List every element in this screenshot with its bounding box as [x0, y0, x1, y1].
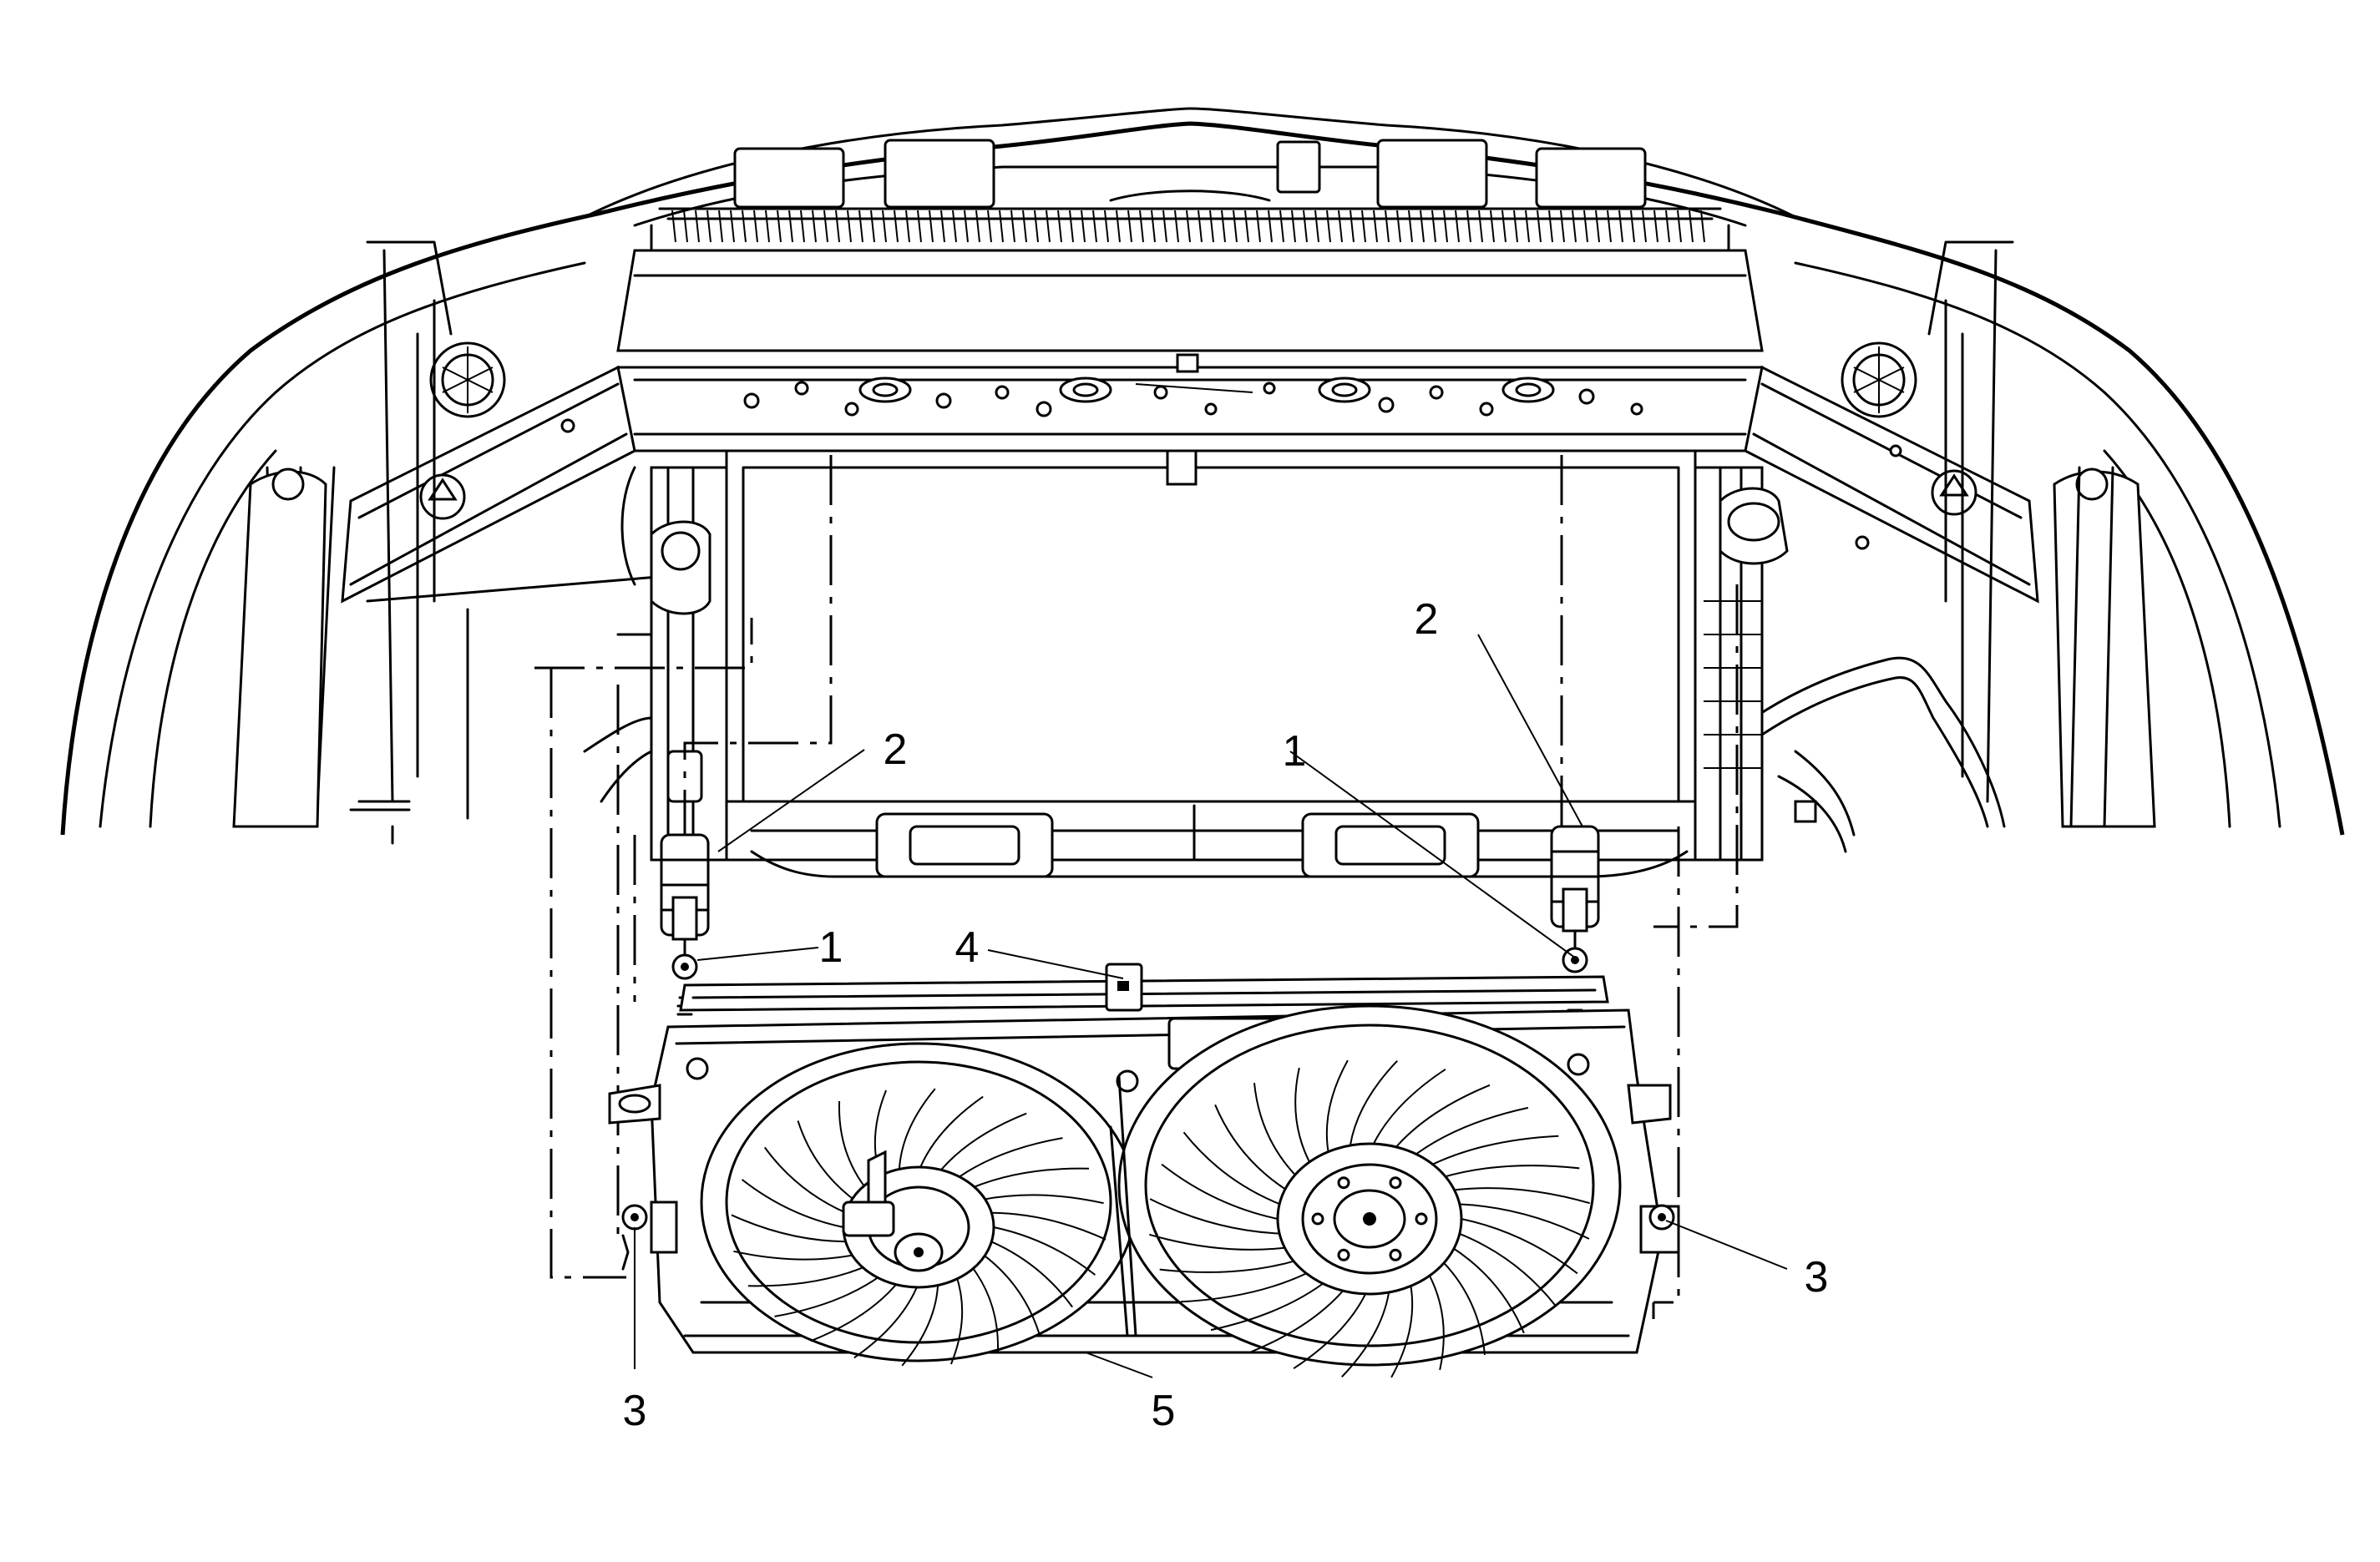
upper-tie-bar: [616, 249, 1764, 452]
alignment-lines: [534, 455, 1739, 1319]
right-support-arm: [1744, 240, 2156, 853]
insulator-right-art: [1550, 825, 1600, 953]
left-support-arm: [232, 240, 670, 845]
insulator-left-art: [660, 833, 710, 962]
callout-nut-right: 1: [1282, 727, 1307, 776]
radiator: [583, 449, 1789, 878]
bolt-right-art: [1648, 1204, 1675, 1231]
callout-insulator-left: 2: [883, 725, 908, 774]
callout-insulator-right: 2: [1414, 595, 1439, 644]
fan-shroud-art: [608, 963, 1680, 1378]
callout-bolt-right: 3: [1804, 1253, 1829, 1302]
upper-grille: [650, 139, 1730, 252]
callout-clip: 4: [955, 923, 980, 972]
callout-nut-left: 1: [818, 923, 843, 972]
callout-fan-shroud: 5: [1151, 1387, 1176, 1435]
leader-lines: [634, 634, 1788, 1378]
callout-bolt-left: 3: [622, 1387, 647, 1435]
